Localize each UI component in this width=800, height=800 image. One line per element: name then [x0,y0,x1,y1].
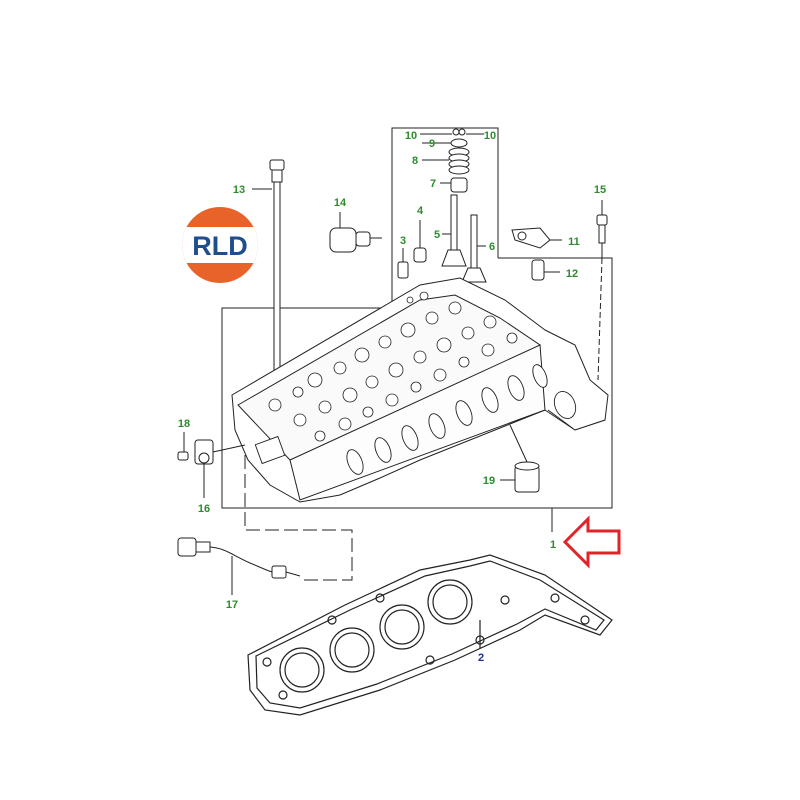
callout-9: 9 [429,138,435,150]
part-9-retainer [450,138,468,148]
head-top-details [268,291,518,442]
callout-16: 16 [198,503,210,515]
head-frame [221,257,613,509]
callout-6: 6 [489,241,495,253]
part-15-bolt [596,200,608,381]
part-6-valve [461,214,487,283]
callout-5: 5 [434,229,440,241]
part-17-temp-sensor [177,537,301,595]
part-10-keeper-left [452,128,460,136]
callout-10-right: 10 [484,130,496,142]
callout-8: 8 [412,155,418,167]
part-10-keeper-right [458,128,466,136]
callout-15: 15 [594,184,606,196]
part-12-lash-adjuster [531,259,560,281]
part-2-head-gasket [247,554,613,716]
callout-4: 4 [417,205,424,217]
callout-19: 19 [483,475,495,487]
part-19-tappet [500,424,540,493]
rld-logo: RLD [182,207,258,283]
part-7-seal [450,177,468,193]
part-11-rocker-arm [511,227,562,249]
callout-7: 7 [430,178,436,190]
part-14-plug [329,212,382,253]
logo-band [182,227,258,263]
arrow-left-outline-icon [562,515,621,569]
callout-10-left: 10 [405,130,417,142]
head-port-openings [254,364,577,475]
callout-12: 12 [566,268,578,280]
part-16-cam-sensor [194,439,246,498]
part-18-bolt [177,432,189,461]
part-3-pin [397,248,409,279]
logo-text: RLD [192,231,248,261]
callout-3: 3 [400,235,406,247]
sensor-link-frame [244,455,353,581]
callout-1: 1 [550,539,556,551]
callout-11: 11 [568,236,580,248]
callout-13: 13 [233,184,245,196]
part-5-valve [441,194,467,267]
callout-18: 18 [178,418,190,430]
callout-14: 14 [334,197,347,209]
part-8-spring [448,147,470,175]
part-4-dowel [413,220,427,263]
callout-labels: 1 2 3 4 5 6 7 8 9 10 10 11 12 13 14 15 1… [178,130,606,664]
valve-spring-stack [420,128,484,193]
callout-17: 17 [226,599,238,611]
callout-2: 2 [478,652,484,664]
